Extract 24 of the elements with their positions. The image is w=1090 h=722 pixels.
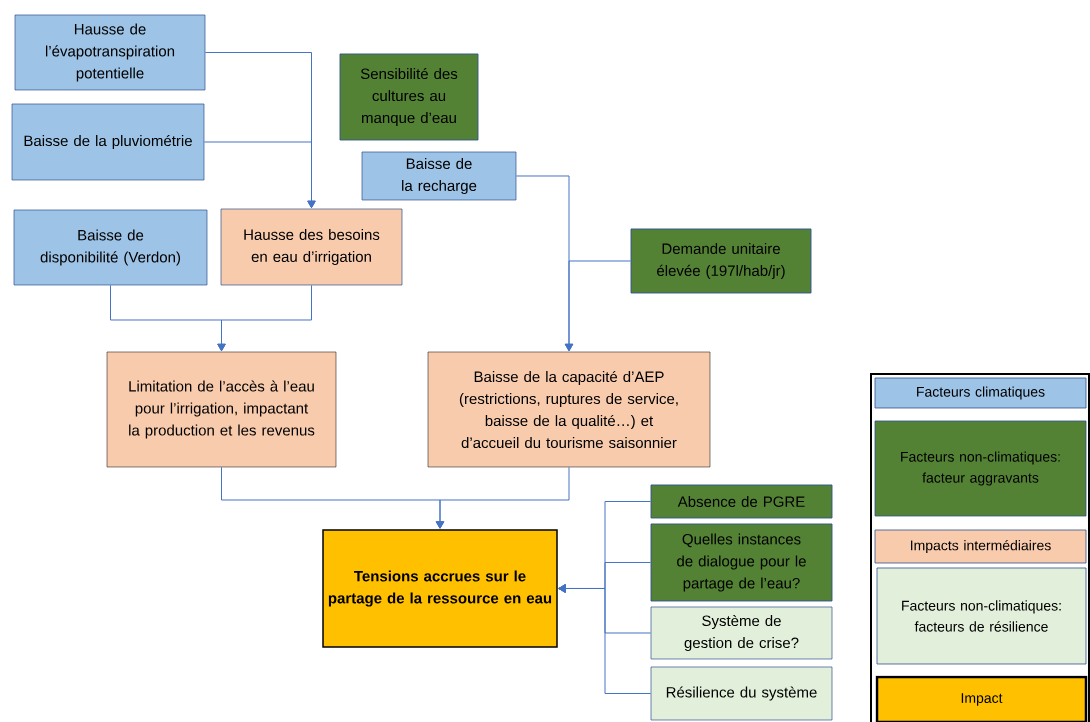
climate-factor-box: Hausse de l’évapotranspiration potentielle [14,14,206,91]
arrow [435,466,570,529]
intermediate-impact-box: Limitation de l’accès à l’eau pour l’irrigation, impactant la production et les revenus [106,351,337,468]
aggravating-factor-box: Quelles instances de dialogue pour le partage de l’eau? [650,523,833,602]
resilience-factor-box: Résilience du système [650,666,833,721]
resilience-factor-box: Système de gestion de crise? [650,606,833,660]
intermediate-impact-box: Baisse de la capacité d’AEP (restrictions, ruptures de service, baisse de la qualité…) et d’accueil du tourisme saisonnier [427,351,711,468]
legend-label: Impact [961,693,1003,706]
arrow [564,260,632,352]
legend-label: Facteurs climatiques [917,386,1045,400]
legend-label: Facteurs non-climatiques: facteurs de résilience [902,600,1061,632]
climate-factor-box: Baisse de disponibilité (Verdon) [13,209,208,286]
climate-factor-box: Baisse de la recharge [361,151,517,201]
arrow [217,284,312,352]
arrow [203,141,316,209]
aggravating-factor-box: Demande unitaire élevée (197l/hab/jr) [630,228,812,294]
aggravating-factor-box: Absence de PGRE [650,484,833,519]
climate-factor-box: Baisse de la pluviométrie [11,103,205,181]
aggravating-factor-box: Sensibilité des cultures au manque d’eau [339,53,479,141]
legend-label: Facteurs non-climatiques: facteur aggravants [901,451,1060,486]
arrow [558,584,652,694]
intermediate-impact-box: Hausse des besoins en eau d’irrigation [220,208,403,286]
impact-box: Tensions accrues sur le partage de la ressource en eau [322,529,558,648]
legend-label: Impacts intermédiaires [911,539,1051,554]
